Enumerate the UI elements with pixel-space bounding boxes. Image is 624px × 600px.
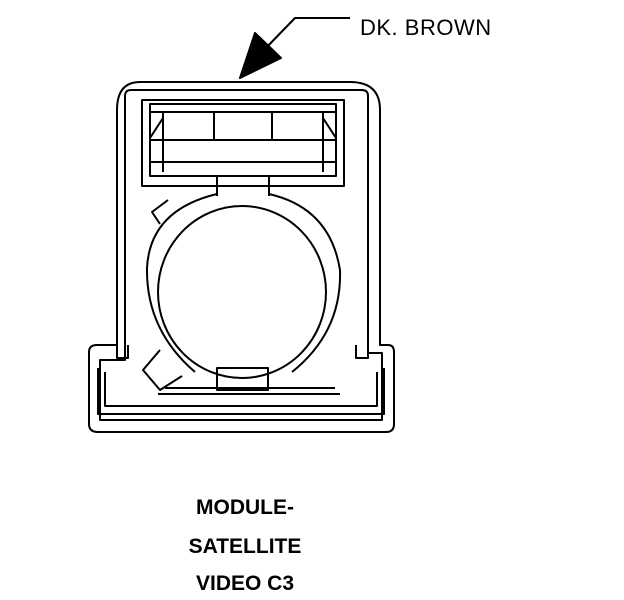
- callout-wire-color-label: DK. BROWN: [360, 15, 492, 40]
- connector-bottom-key: [216, 367, 269, 391]
- connector-latch-ribs: [149, 111, 337, 172]
- connector-barrel-bore: [157, 205, 327, 379]
- connector-key-tab-upper: [151, 199, 169, 225]
- connector-barrel-outer: [145, 193, 342, 373]
- diagram-title-line-2: SATELLITE: [188, 535, 302, 558]
- connector-barrel-rail: [158, 387, 340, 395]
- connector-housing-outline: [88, 81, 395, 433]
- connector-latch-stem: [216, 176, 270, 196]
- connector-bottom-tray: [97, 368, 385, 415]
- connector-key-tab-lower: [142, 349, 183, 391]
- callout-leader-line: [261, 17, 350, 53]
- diagram-title-line-1: MODULE-: [196, 496, 294, 519]
- diagram-title-line-3: VIDEO C3: [195, 572, 295, 595]
- connector-housing-inner-wall: [99, 89, 383, 421]
- callout-arrowhead: [239, 32, 282, 79]
- connector-left-notch: [116, 345, 129, 359]
- connector-right-notch: [355, 345, 369, 359]
